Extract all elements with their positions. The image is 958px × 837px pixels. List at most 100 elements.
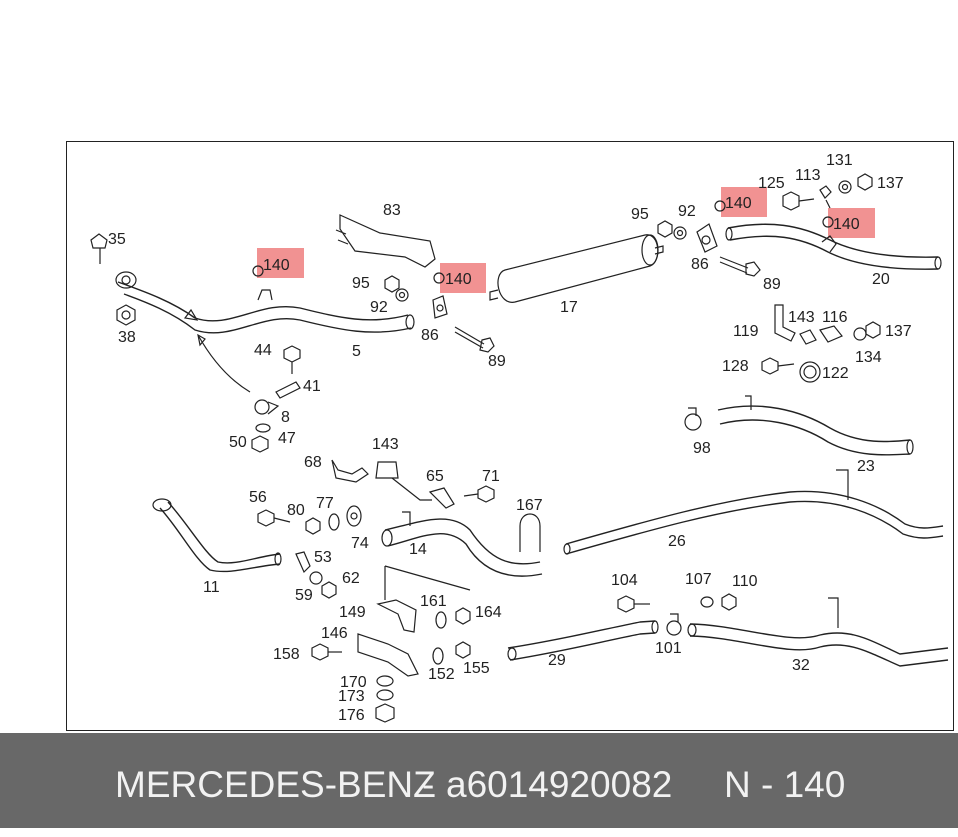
highlight-140-a bbox=[257, 248, 304, 278]
bracket-83 bbox=[335, 214, 436, 268]
clamp-8 bbox=[254, 399, 280, 415]
label-5: 5 bbox=[352, 343, 361, 360]
nut-164 bbox=[455, 607, 471, 625]
washer-74 bbox=[346, 505, 362, 527]
label-125: 125 bbox=[758, 175, 785, 192]
bolt-125 bbox=[782, 191, 815, 211]
bracket-149 bbox=[376, 599, 417, 633]
washer-137-b bbox=[853, 321, 881, 341]
bolt-128 bbox=[761, 357, 795, 375]
pipe-11 bbox=[152, 498, 282, 573]
clamp-122 bbox=[799, 361, 821, 383]
label-161: 161 bbox=[420, 593, 447, 610]
washer-152 bbox=[432, 647, 444, 665]
label-134: 134 bbox=[855, 349, 882, 366]
label-119: 119 bbox=[733, 323, 759, 340]
bolt-56 bbox=[257, 509, 291, 527]
label-158: 158 bbox=[273, 646, 300, 663]
label-167: 167 bbox=[516, 497, 543, 514]
label-86-b: 86 bbox=[691, 256, 709, 273]
label-32: 32 bbox=[792, 657, 810, 674]
label-65: 65 bbox=[426, 468, 444, 485]
label-170: 170 bbox=[340, 674, 367, 691]
bracket-143-a bbox=[774, 304, 796, 342]
label-50: 50 bbox=[229, 434, 247, 451]
nut-50 bbox=[251, 435, 269, 453]
pipe-29 bbox=[507, 620, 659, 661]
label-173: 173 bbox=[338, 688, 365, 705]
label-137-b: 137 bbox=[885, 323, 912, 340]
nut-95-a bbox=[384, 275, 400, 293]
clamp-86-b bbox=[696, 223, 718, 253]
bracket-65 bbox=[428, 487, 455, 509]
leader-143 bbox=[391, 477, 432, 501]
label-149: 149 bbox=[339, 604, 366, 621]
label-140-b: 140 bbox=[445, 271, 472, 288]
washer-173 bbox=[376, 689, 394, 701]
label-14: 14 bbox=[409, 541, 427, 558]
nut-80 bbox=[305, 517, 321, 535]
label-53: 53 bbox=[314, 549, 332, 566]
washer-140-c bbox=[714, 200, 726, 212]
nut-59 bbox=[321, 581, 337, 599]
label-74: 74 bbox=[351, 535, 369, 552]
label-176: 176 bbox=[338, 707, 365, 724]
nut-137-a bbox=[857, 173, 873, 191]
bracket-68 bbox=[331, 459, 369, 483]
label-41: 41 bbox=[303, 378, 321, 395]
label-98: 98 bbox=[693, 440, 711, 457]
washer-92-b bbox=[673, 226, 687, 240]
clamp-101 bbox=[666, 613, 682, 636]
front-pipe-5 bbox=[115, 271, 415, 334]
position-reference: N - 140 bbox=[724, 764, 846, 805]
pipe-23 bbox=[717, 395, 914, 456]
label-62: 62 bbox=[342, 570, 360, 587]
washer-140-a bbox=[252, 265, 264, 277]
pipe-14 bbox=[381, 511, 543, 577]
washer-161 bbox=[435, 611, 447, 629]
label-155: 155 bbox=[463, 660, 490, 677]
label-20: 20 bbox=[872, 271, 890, 288]
footer-bar: MERCEDES-BENZ - a6014920082 N - 140 bbox=[0, 733, 958, 828]
clip-113 bbox=[819, 185, 832, 209]
highlight-140-d bbox=[828, 208, 875, 238]
rubber-143-b bbox=[375, 461, 399, 479]
label-143-b: 143 bbox=[372, 436, 399, 453]
washer-47 bbox=[255, 423, 271, 433]
label-110: 110 bbox=[732, 573, 758, 590]
label-143-a: 143 bbox=[788, 309, 815, 326]
clip-41 bbox=[275, 381, 301, 399]
bracket-146 bbox=[357, 633, 419, 677]
pipe-32 bbox=[687, 597, 949, 667]
label-140-a: 140 bbox=[263, 257, 290, 274]
label-83: 83 bbox=[383, 202, 401, 219]
highlight-140-b bbox=[440, 263, 486, 293]
label-137-a: 137 bbox=[877, 175, 904, 192]
bolt-71 bbox=[463, 485, 495, 503]
nut-38 bbox=[116, 304, 136, 326]
label-95-a: 95 bbox=[352, 275, 370, 292]
clamp-98 bbox=[684, 407, 702, 431]
nut-110 bbox=[721, 593, 737, 611]
label-44: 44 bbox=[254, 342, 272, 359]
label-128: 128 bbox=[722, 358, 749, 375]
label-68: 68 bbox=[304, 454, 322, 471]
clip-119 bbox=[799, 329, 817, 345]
label-92-b: 92 bbox=[678, 203, 696, 220]
label-107: 107 bbox=[685, 571, 712, 588]
label-11: 11 bbox=[203, 579, 220, 596]
bolt-44 bbox=[283, 345, 301, 374]
label-104: 104 bbox=[611, 572, 638, 589]
arrow-head bbox=[197, 333, 206, 347]
washer-77 bbox=[328, 513, 340, 531]
exhaust-parts-diagram: 35 38 5 140 83 95 92 140 86 89 17 95 92 … bbox=[90, 152, 949, 724]
label-89-b: 89 bbox=[763, 276, 781, 293]
pipe-26 bbox=[563, 469, 944, 555]
washer-62 bbox=[309, 571, 323, 585]
label-116: 116 bbox=[822, 309, 848, 326]
label-23: 23 bbox=[857, 458, 875, 475]
label-71: 71 bbox=[482, 468, 500, 485]
bolt-89-b bbox=[719, 256, 761, 277]
label-95-b: 95 bbox=[631, 206, 649, 223]
label-80: 80 bbox=[287, 502, 305, 519]
